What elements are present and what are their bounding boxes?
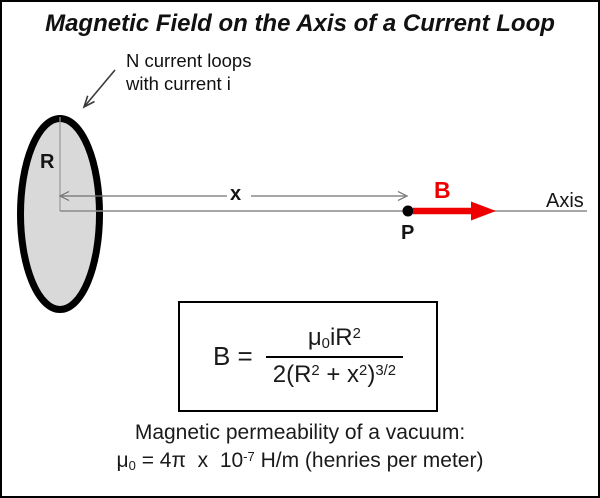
- formula-box: B = μ0iR2 2(R2 + x2)3/2: [178, 301, 438, 412]
- radius-label: R: [40, 151, 55, 173]
- point-p-dot: [402, 205, 414, 217]
- field-vector-arrow: [413, 201, 496, 221]
- permeability-caption-line1: Magnetic permeability of a vacuum:: [134, 421, 466, 444]
- loop-annotation: N current loops with current i: [126, 49, 251, 95]
- permeability-caption-line2: μ0 = 4π x 10-7 H/m (henries per meter): [116, 448, 484, 473]
- formula-denominator: 2(R2 + x2)3/2: [265, 356, 404, 389]
- distance-dimension-arrow: [58, 190, 409, 202]
- annotation-arrow: [82, 69, 116, 109]
- axis-label: Axis: [546, 190, 584, 212]
- diagram-title: Magnetic Field on the Axis of a Current …: [45, 10, 555, 37]
- point-label: P: [401, 222, 415, 244]
- annotation-line2: with current i: [126, 73, 231, 94]
- formula-fraction: μ0iR2 2(R2 + x2)3/2: [265, 324, 404, 389]
- annotation-line1: N current loops: [126, 50, 252, 71]
- field-label: B: [434, 177, 451, 203]
- formula-numerator: μ0iR2: [307, 324, 361, 353]
- formula-lhs: B =: [212, 341, 253, 371]
- distance-label: x: [230, 183, 242, 205]
